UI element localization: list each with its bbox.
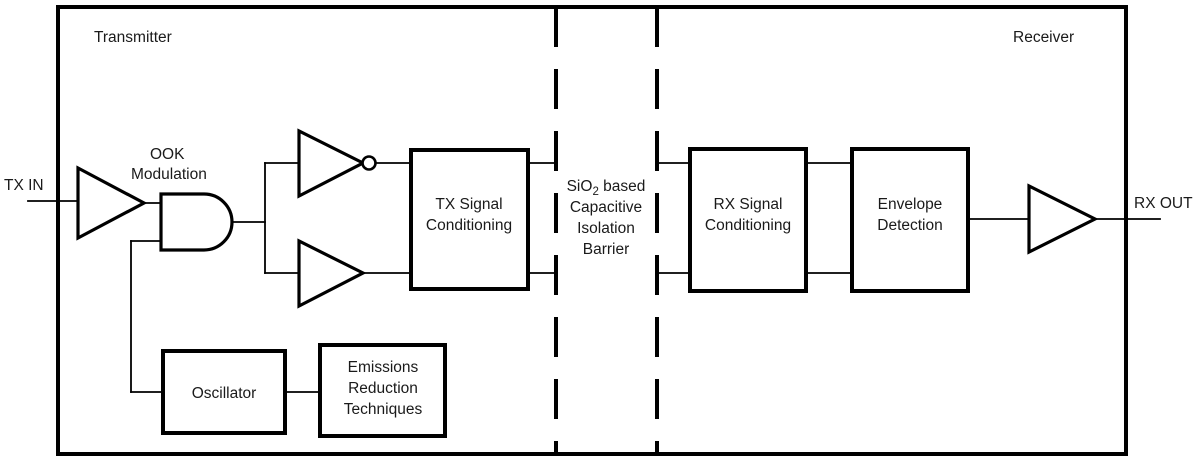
barrier-label-subscript: 2 (592, 186, 598, 198)
barrier-label-sio: SiO (567, 178, 593, 195)
emissions-reduction-block (318, 343, 447, 438)
barrier-label-line4: Barrier (583, 241, 630, 258)
rx-signal-conditioning-label-line1: RX Signal (714, 196, 783, 213)
receiver-region-label: Receiver (1013, 29, 1074, 46)
oscillator-label: Oscillator (192, 385, 257, 402)
rx-signal-conditioning-block (688, 147, 808, 293)
inverter-bubble-icon (361, 155, 377, 171)
outer-frame (56, 5, 1128, 456)
inverter-icon (297, 128, 367, 199)
ook-modulation-label-line2: Modulation (131, 166, 207, 183)
emissions-reduction-label-line2: Reduction (348, 380, 418, 397)
barrier-label-line2: Capacitive (570, 199, 642, 216)
envelope-detection-label-line1: Envelope (878, 196, 943, 213)
buffer-icon (297, 238, 367, 309)
tx-signal-conditioning-block (409, 148, 530, 291)
emissions-reduction-label-line3: Techniques (344, 401, 423, 418)
and-gate-icon (159, 192, 234, 252)
transmitter-region-label: Transmitter (94, 29, 172, 46)
barrier-label-line1: SiO2 based (567, 178, 646, 198)
envelope-detection-label-line2: Detection (877, 217, 942, 234)
rx-signal-conditioning-label-line2: Conditioning (705, 217, 791, 234)
tx-signal-conditioning-label-line2: Conditioning (426, 217, 512, 234)
tx-in-label: TX IN (4, 177, 44, 194)
barrier-label-line3: Isolation (577, 220, 635, 237)
input-buffer-icon (76, 165, 148, 241)
rx-out-label: RX OUT (1134, 195, 1193, 212)
envelope-detection-block (850, 147, 970, 293)
ook-modulation-label-line1: OOK (150, 146, 185, 163)
tx-signal-conditioning-label-line1: TX Signal (435, 196, 502, 213)
barrier-label-based: based (599, 178, 646, 195)
emissions-reduction-label-line1: Emissions (348, 359, 419, 376)
output-buffer-icon (1027, 183, 1099, 255)
